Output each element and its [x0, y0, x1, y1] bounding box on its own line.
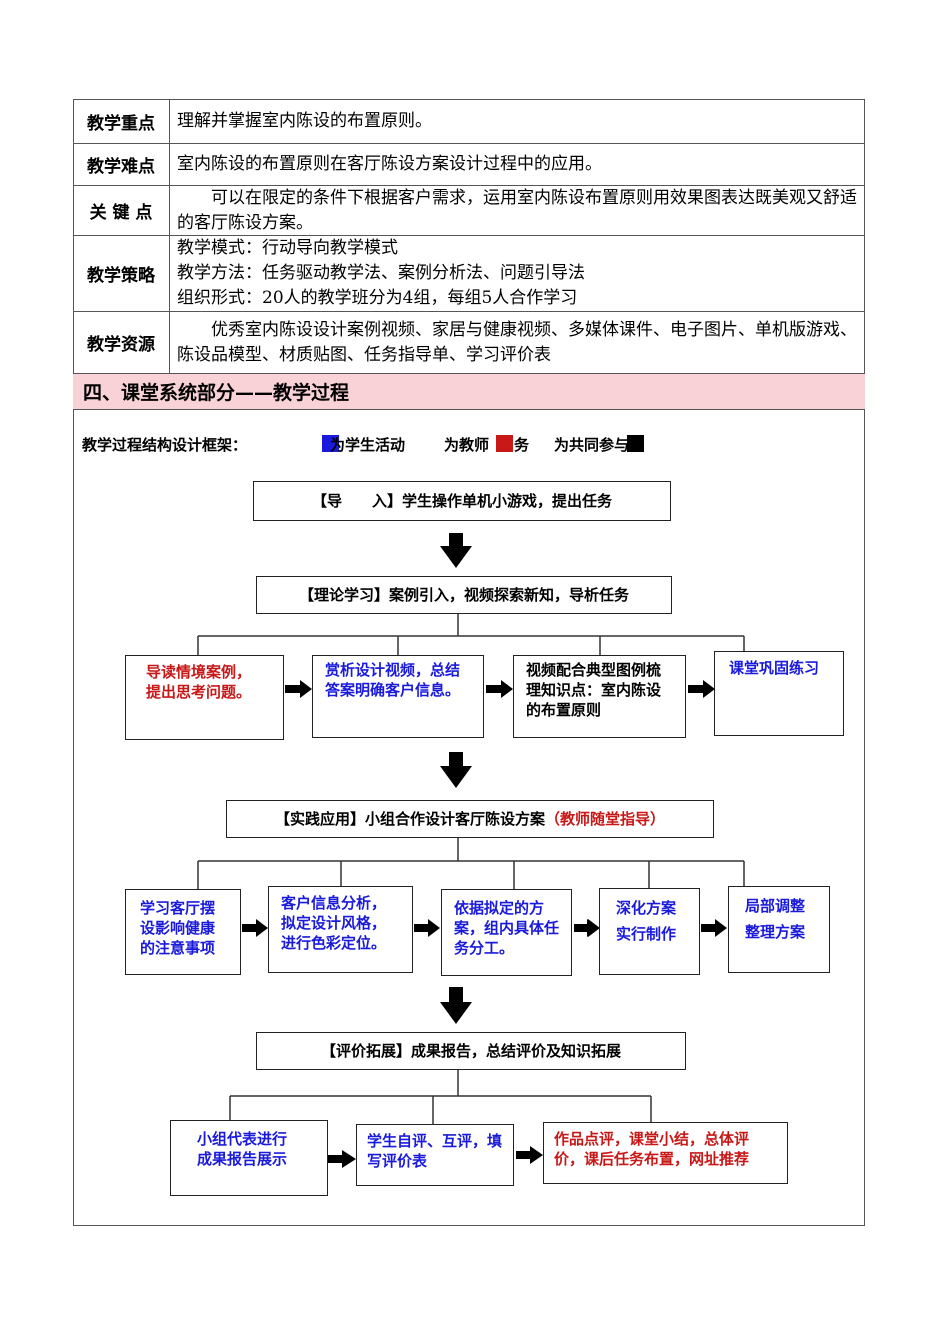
row-label: 关 键 点 [73, 186, 170, 235]
practice-step-2: 客户信息分析，拟定设计风格，进行色彩定位。 [268, 886, 413, 973]
row-value: 教学模式：行动导向教学模式 教学方法：任务驱动教学法、案例分析法、问题引导法 组… [177, 236, 857, 311]
framework-label: 教学过程结构设计框架： [82, 436, 248, 454]
legend-shared-swatch [627, 435, 644, 452]
practice-step-1: 学习客厅摆设影响健康的注意事项 [125, 889, 241, 975]
row-label: 教学重点 [73, 100, 170, 143]
evaluate-step-1: 小组代表进行成果报告展示 [170, 1120, 328, 1196]
stage-practice-main: 【实践应用】小组合作设计客厅陈设方案 [274, 810, 545, 828]
right-arrow-icon [242, 680, 727, 1168]
practice-step-5: 局部调整整理方案 [728, 886, 830, 973]
legend-teacher-tail: 务 [514, 436, 530, 454]
evaluate-step-2: 学生自评、互评，填写评价表 [356, 1124, 514, 1186]
legend-shared-label: 为共同参与 [554, 436, 630, 454]
theory-step-3: 视频配合典型图例梳理知识点：室内陈设的布置原则 [513, 655, 686, 738]
row-value: 室内陈设的布置原则在客厅陈设方案设计过程中的应用。 [177, 154, 602, 174]
theory-step-1: 导读情境案例，提出思考问题。 [125, 655, 284, 740]
strategy-line: 教学模式：行动导向教学模式 [177, 238, 398, 258]
row-teaching-focus: 教学重点 理解并掌握室内陈设的布置原则。 [73, 99, 865, 144]
row-label: 教学难点 [73, 144, 170, 185]
row-value: 可以在限定的条件下根据客户需求，运用室内陈设布置原则用效果图表达既美观又舒适的客… [177, 187, 857, 233]
stage-practice-note: （教师随堂指导） [545, 810, 666, 828]
practice-step-3: 依据拟定的方案，组内具体任务分工。 [441, 889, 572, 976]
row-label: 教学资源 [73, 312, 170, 373]
strategy-line: 组织形式：20人的教学班分为4组，每组5人合作学习 [177, 288, 578, 308]
strategy-line: 教学方法：任务驱动教学法、案例分析法、问题引导法 [177, 263, 585, 283]
row-key-point: 关 键 点 可以在限定的条件下根据客户需求，运用室内陈设布置原则用效果图表达既美… [73, 186, 865, 236]
legend-student-label: 为学生活动 [330, 436, 406, 454]
row-label: 教学策略 [73, 236, 170, 311]
row-value: 理解并掌握室内陈设的布置原则。 [177, 111, 432, 131]
legend-student-swatch [322, 435, 339, 452]
section-title: 四、课堂系统部分——教学过程 [73, 374, 865, 410]
legend-teacher-label: 为教师 [444, 436, 490, 454]
theory-step-4: 课堂巩固练习 [714, 651, 844, 736]
row-value: 优秀室内陈设设计案例视频、家居与健康视频、多媒体课件、电子图片、单机版游戏、陈设… [177, 319, 857, 365]
legend-teacher-swatch [496, 435, 513, 452]
evaluate-step-3: 作品点评，课堂小结，总体评价，课后任务布置，网址推荐 [543, 1122, 788, 1184]
row-teaching-strategy: 教学策略 教学模式：行动导向教学模式 教学方法：任务驱动教学法、案例分析法、问题… [73, 236, 865, 312]
down-arrow-icon [440, 533, 472, 1024]
practice-step-4: 深化方案实行制作 [599, 888, 700, 975]
stage-practice: 【实践应用】小组合作设计客厅陈设方案（教师随堂指导） [226, 800, 714, 838]
stage-evaluate: 【评价拓展】成果报告，总结评价及知识拓展 [256, 1032, 686, 1070]
stage-theory: 【理论学习】案例引入，视频探索新知，导析任务 [256, 576, 672, 614]
row-teaching-resources: 教学资源 优秀室内陈设设计案例视频、家居与健康视频、多媒体课件、电子图片、单机版… [73, 312, 865, 374]
theory-step-2: 赏析设计视频，总结答案明确客户信息。 [312, 655, 484, 738]
stage-intro: 【导 入】学生操作单机小游戏，提出任务 [253, 481, 671, 521]
row-teaching-difficulty: 教学难点 室内陈设的布置原则在客厅陈设方案设计过程中的应用。 [73, 144, 865, 186]
